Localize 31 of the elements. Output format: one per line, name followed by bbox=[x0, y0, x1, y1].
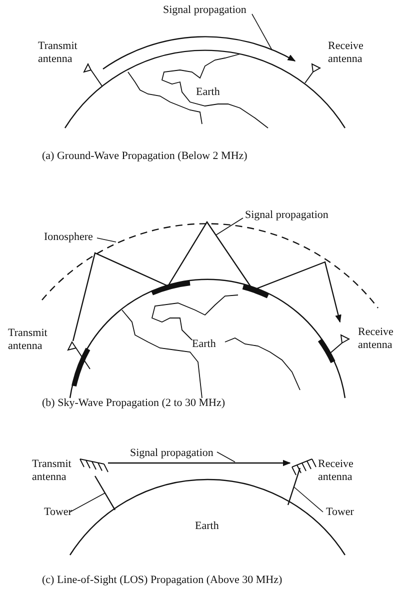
callout-text: Signal propagation bbox=[163, 4, 246, 17]
leader-line bbox=[96, 238, 116, 242]
tower-line bbox=[94, 476, 116, 510]
earth-label: Earth bbox=[196, 86, 220, 99]
figure-caption: (a) Ground-Wave Propagation (Below 2 MHz) bbox=[42, 150, 248, 163]
antenna-label: Receive antenna bbox=[328, 40, 364, 66]
callout-text: Tower bbox=[44, 506, 72, 519]
signal-arrow bbox=[102, 36, 296, 70]
leader-line bbox=[294, 486, 324, 512]
antenna-icon bbox=[292, 458, 316, 476]
antenna-label: Transmit antenna bbox=[32, 458, 72, 484]
leader-line bbox=[252, 14, 272, 50]
callout-text: Signal propagation bbox=[245, 209, 328, 222]
signal-arrow bbox=[108, 460, 291, 466]
leader-line bbox=[216, 452, 236, 462]
figure-caption: (b) Sky-Wave Propagation (2 to 30 MHz) bbox=[42, 397, 226, 410]
earth-label: Earth bbox=[195, 520, 219, 533]
figure-caption: (c) Line-of-Sight (LOS) Propagation (Above 30 MHz) bbox=[42, 574, 282, 587]
antenna-label: Transmit antenna bbox=[8, 327, 48, 352]
tower-line bbox=[287, 468, 301, 506]
antenna-label: Receive antenna bbox=[318, 458, 354, 484]
callout-text: Signal propagation bbox=[130, 447, 214, 460]
callout-text: Ionosphere bbox=[44, 231, 93, 244]
ionosphere-arc bbox=[42, 223, 378, 308]
antenna-label: Receive antenna bbox=[358, 326, 394, 352]
antenna-icon bbox=[80, 458, 108, 472]
callout-text: Tower bbox=[326, 506, 354, 519]
earth-label: Earth bbox=[192, 338, 216, 351]
antenna-label: Transmit antenna bbox=[38, 40, 78, 66]
leader-line bbox=[70, 492, 106, 512]
leader-line bbox=[216, 218, 244, 236]
